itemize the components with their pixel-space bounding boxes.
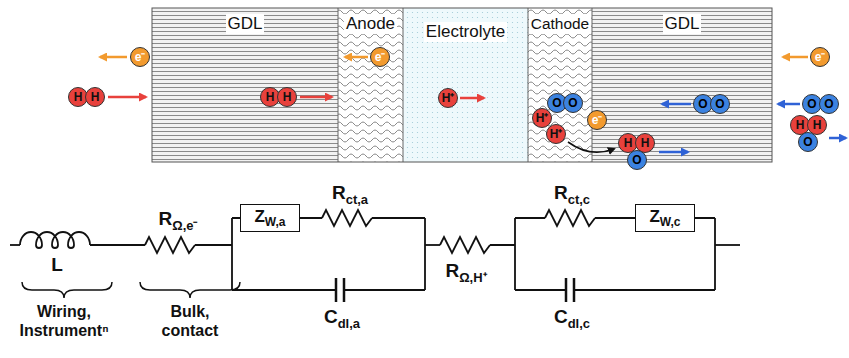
- symbol-subscript: Ω,H⁺: [459, 270, 486, 285]
- atom-circle: O: [798, 132, 818, 152]
- cell-layer-band: Anode e⁻: [338, 8, 403, 162]
- atom-circle: H: [277, 87, 297, 107]
- component-label: Bulk, contact: [149, 302, 231, 340]
- component-label: Wiring, Instrumentⁿ: [8, 302, 120, 340]
- cell-layer-band: ElectrolyteH⁺: [403, 8, 528, 162]
- resistor-symbol: [545, 210, 595, 226]
- equivalent-circuit: [10, 210, 740, 302]
- symbol-letter: L: [51, 254, 63, 275]
- cell-layer-band: CathodeH⁺OOH⁺e⁻: [528, 8, 592, 162]
- layer-label: GDL: [663, 14, 702, 34]
- component-label: Rct,a: [332, 182, 368, 207]
- cell-layers: [152, 8, 772, 162]
- molecule: e⁻: [130, 47, 150, 67]
- atom-circle: O: [563, 93, 583, 113]
- layer-label: Cathode: [529, 14, 591, 34]
- symbol-subscript: Ω,e⁻: [172, 218, 197, 233]
- component-label: RΩ,e⁻: [159, 208, 198, 234]
- atom-circle: H⁺: [546, 124, 566, 144]
- brace: [22, 282, 112, 298]
- impedance-symbol: ZW,a: [254, 207, 285, 229]
- molecule: H⁺: [438, 88, 458, 108]
- symbol-letter: R: [159, 208, 173, 229]
- molecule: e⁻: [370, 47, 390, 67]
- component-label: L: [51, 254, 63, 276]
- inductor-symbol: [20, 232, 90, 248]
- flow-arrows: [100, 57, 846, 152]
- symbol-subscript: ct,a: [346, 192, 368, 207]
- molecule: OO: [693, 94, 730, 114]
- atom-circle: O: [710, 94, 730, 114]
- capacitor-symbol: [566, 278, 574, 302]
- symbol-letter: Z: [649, 207, 659, 226]
- symbol-letter: R: [554, 182, 568, 203]
- molecule: OO: [547, 93, 583, 113]
- atom-circle: O: [819, 94, 839, 114]
- cell-layer-band: GDL HH: [152, 8, 338, 162]
- impedance-box: ZW,a: [240, 204, 300, 232]
- symbol-letter: C: [554, 306, 568, 327]
- atom-circle: O: [627, 150, 647, 170]
- molecule: HHO: [618, 133, 655, 170]
- molecule: e⁻: [810, 47, 830, 67]
- symbol-subscript: ct,c: [568, 192, 590, 207]
- molecule: HH: [68, 87, 105, 107]
- component-label: Cdl,a: [324, 306, 360, 331]
- component-label: RΩ,H⁺: [445, 260, 486, 286]
- component-label: Cdl,c: [554, 306, 590, 331]
- atom-circle: H: [85, 87, 105, 107]
- brace: [140, 282, 240, 298]
- note-text: Wiring, Instrumentⁿ: [19, 303, 108, 339]
- atom-circle: e⁻: [587, 110, 607, 130]
- symbol-letter: R: [332, 182, 346, 203]
- symbol-subscript: dl,c: [568, 316, 590, 331]
- molecule: HH: [260, 87, 297, 107]
- resistor-symbol: [322, 210, 372, 226]
- atom-circle: e⁻: [370, 47, 390, 67]
- molecule: H⁺: [546, 124, 566, 144]
- molecule: OO: [802, 94, 839, 114]
- symbol-letter: R: [445, 260, 459, 281]
- symbol-subscript: dl,a: [338, 316, 360, 331]
- atom-circle: e⁻: [130, 47, 150, 67]
- layer-label: GDL: [226, 14, 265, 34]
- layer-label: Electrolyte: [424, 22, 507, 42]
- symbol-subscript: W,a: [265, 215, 286, 229]
- symbol-letter: Z: [254, 207, 264, 226]
- atom-circle: H⁺: [438, 88, 458, 108]
- impedance-box: ZW,c: [635, 204, 695, 232]
- cell-layer-band: GDLHHOOO: [592, 8, 772, 162]
- impedance-symbol: ZW,c: [649, 207, 680, 229]
- atom-circle: e⁻: [810, 47, 830, 67]
- symbol-subscript: W,c: [660, 215, 681, 229]
- resistor-symbol: [145, 237, 195, 253]
- resistor-symbol: [440, 237, 490, 253]
- note-text: Bulk, contact: [162, 303, 219, 339]
- capacitor-symbol: [336, 278, 344, 302]
- symbol-letter: C: [324, 306, 338, 327]
- molecule: e⁻: [587, 110, 607, 130]
- component-label: Rct,c: [554, 182, 590, 207]
- layer-label: Anode: [344, 14, 397, 34]
- molecule: HHO: [790, 115, 827, 152]
